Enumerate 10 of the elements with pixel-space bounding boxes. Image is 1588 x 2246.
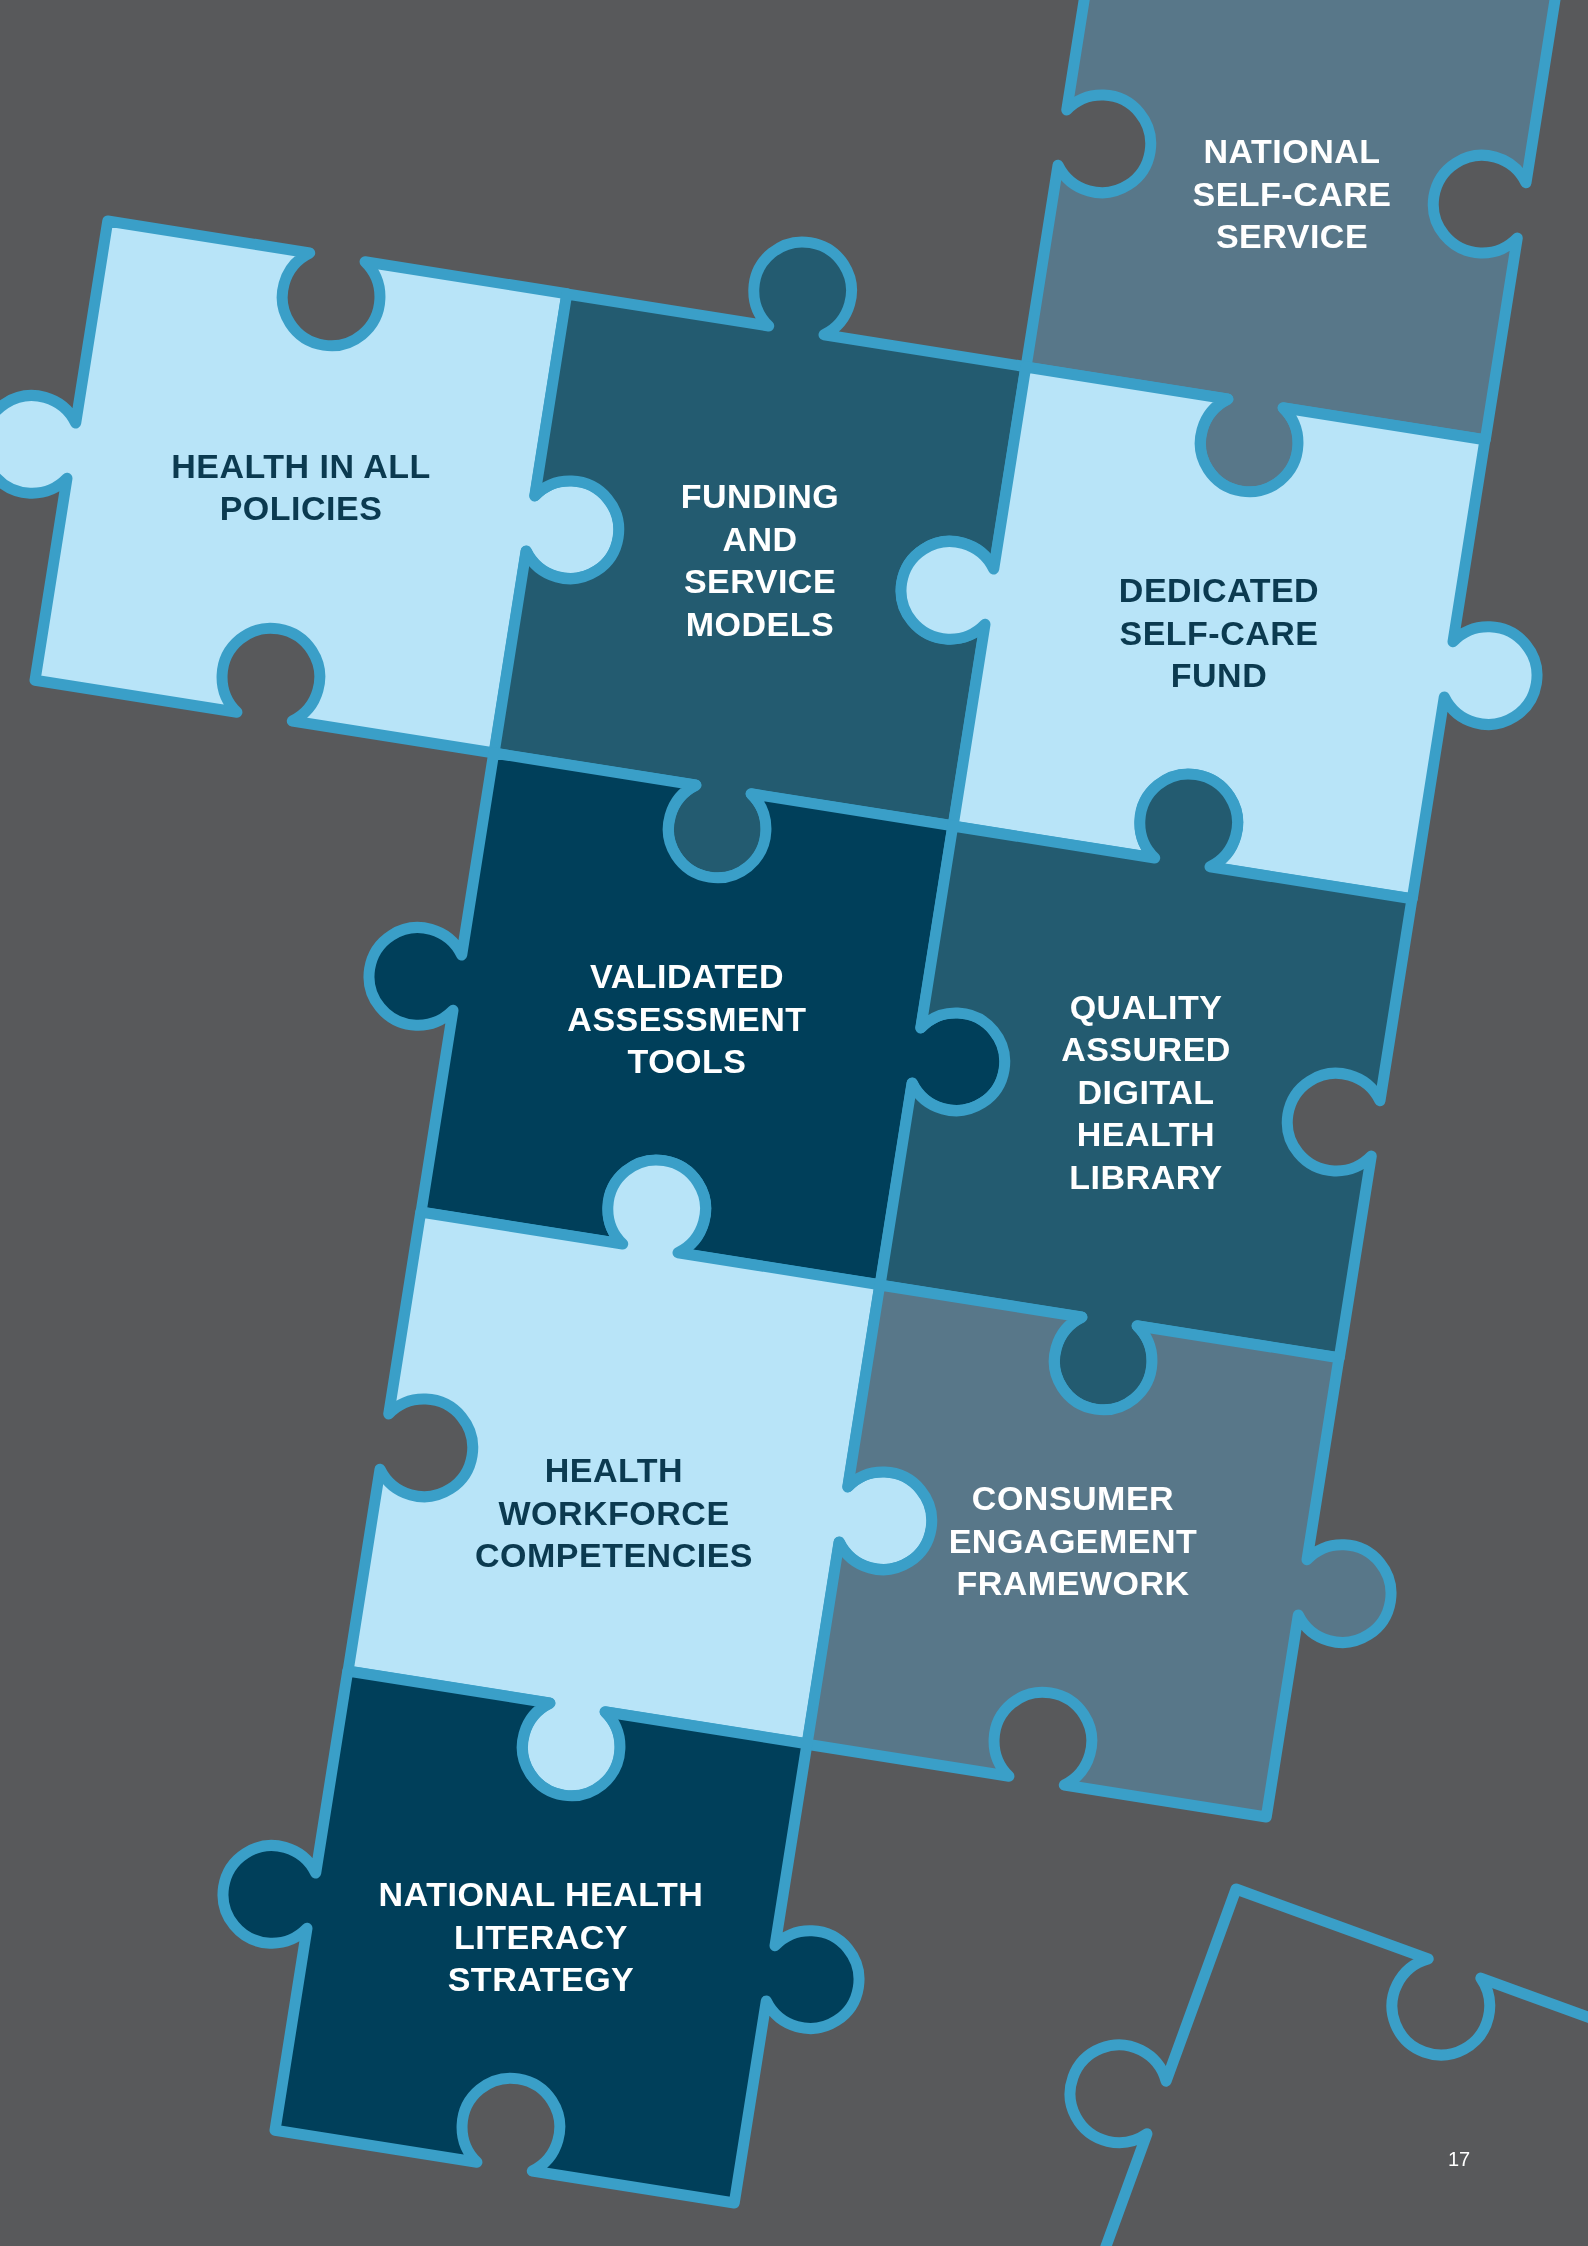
piece-label: NATIONAL HEALTH LITERACY STRATEGY	[377, 1874, 705, 2001]
piece-label: NATIONAL SELF-CARE SERVICE	[1191, 131, 1393, 258]
piece-label: QUALITY ASSURED DIGITAL HEALTH LIBRARY	[1060, 986, 1232, 1198]
piece-label: DEDICATED SELF-CARE FUND	[1117, 570, 1321, 697]
page-number: 17	[1448, 2148, 1471, 2171]
piece-label: HEALTH WORKFORCE COMPETENCIES	[473, 1450, 754, 1577]
piece-label: HEALTH IN ALL POLICIES	[170, 445, 432, 529]
piece-label: VALIDATED ASSESSMENT TOOLS	[566, 956, 808, 1083]
piece-label: FUNDING AND SERVICE MODELS	[679, 476, 841, 645]
piece-label: CONSUMER ENGAGEMENT FRAMEWORK	[947, 1478, 1199, 1605]
